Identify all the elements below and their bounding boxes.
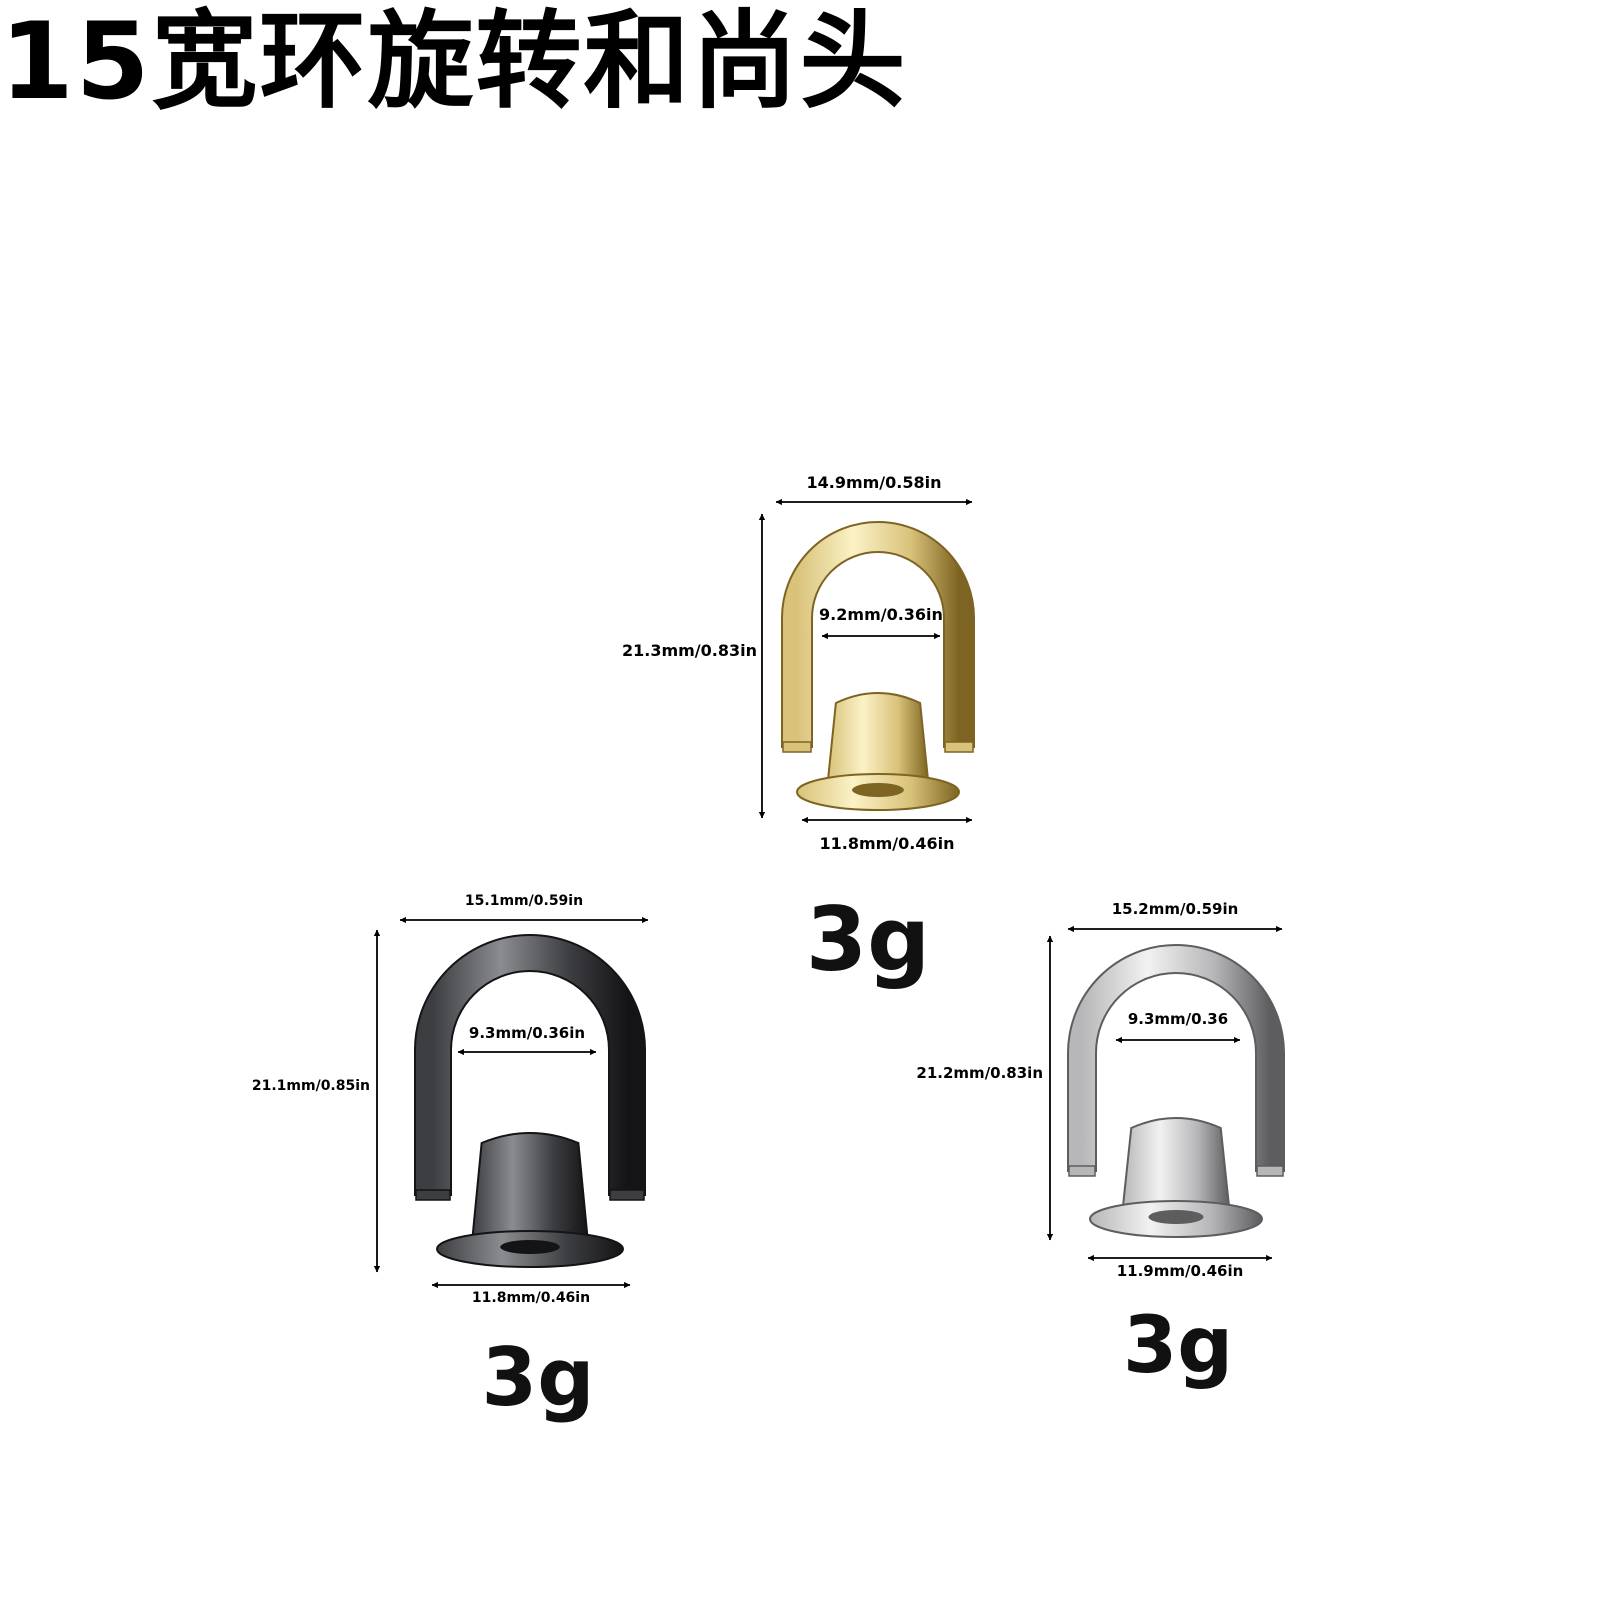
swivel-neck xyxy=(1121,1117,1231,1210)
weight-label: 3g xyxy=(806,888,930,991)
ring xyxy=(783,523,973,748)
ring-foot-right xyxy=(609,1189,645,1201)
height-label: 21.1mm/0.85in xyxy=(252,1078,370,1094)
ring-foot-left xyxy=(782,741,812,753)
ring-foot-left xyxy=(1068,1165,1096,1177)
ring-foot-left xyxy=(415,1189,451,1201)
ring-foot-right xyxy=(1256,1165,1284,1177)
top-width-label: 15.1mm/0.59in xyxy=(465,893,583,909)
base-width-label: 11.8mm/0.46in xyxy=(819,834,954,853)
page-title: 15宽环旋转和尚头 xyxy=(0,0,908,123)
product-gold: 14.9mm/0.58in 9.2mm/0.36in 21.3mm/0.83in 11… xyxy=(622,473,975,991)
height-label: 21.2mm/0.83in xyxy=(916,1064,1043,1082)
base-width-label: 11.8mm/0.46in xyxy=(472,1290,590,1306)
weight-label: 3g xyxy=(482,1331,595,1424)
top-width-label: 15.2mm/0.59in xyxy=(1112,900,1239,918)
ring xyxy=(416,936,644,1196)
base-width-label: 11.9mm/0.46in xyxy=(1117,1262,1244,1280)
height-label: 21.3mm/0.83in xyxy=(622,641,757,660)
inner-width-label: 9.2mm/0.36in xyxy=(819,605,943,624)
inner-width-label: 9.3mm/0.36 xyxy=(1128,1010,1228,1028)
product-gunmetal: 15.1mm/0.59in 9.3mm/0.36in 21.1mm/0.85in 11… xyxy=(252,893,649,1424)
ring-foot-right xyxy=(944,741,974,753)
top-width-label: 14.9mm/0.58in xyxy=(806,473,941,492)
screw-hole xyxy=(1148,1210,1204,1224)
inner-width-label: 9.3mm/0.36in xyxy=(469,1024,585,1042)
screw-hole xyxy=(852,783,904,797)
screw-hole xyxy=(500,1240,560,1254)
swivel-neck xyxy=(471,1132,589,1240)
ring xyxy=(1069,946,1283,1172)
swivel-neck xyxy=(826,692,930,783)
weight-label: 3g xyxy=(1123,1301,1233,1391)
product-silver: 15.2mm/0.59in 9.3mm/0.36 21.2mm/0.83in 11.9… xyxy=(916,900,1285,1391)
